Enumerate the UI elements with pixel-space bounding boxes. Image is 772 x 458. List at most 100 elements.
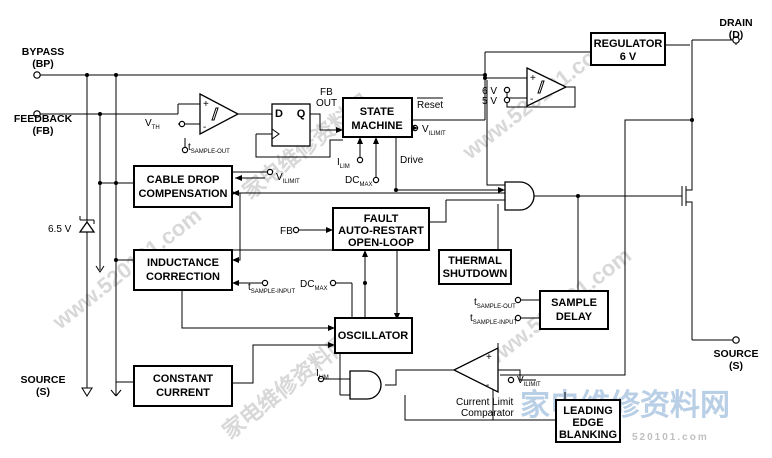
tsi-ic-terminal bbox=[261, 279, 269, 287]
thermal-label-1: THERMAL bbox=[448, 255, 502, 267]
zener-label: 6.5 V bbox=[48, 224, 72, 235]
leading-edge-block: LEADING EDGE BLANKING bbox=[555, 399, 621, 443]
vth-label: VTH bbox=[145, 118, 160, 131]
signal-labels: FB OUT Reset 6 V 5 V 6.5 V Drive FB VTH … bbox=[48, 86, 541, 419]
constant-current-label-1: CONSTANT bbox=[153, 373, 214, 385]
fb-in-terminal bbox=[292, 226, 300, 234]
tsi-sd-terminal bbox=[514, 314, 522, 322]
sample-delay-label-1: SAMPLE bbox=[551, 297, 597, 309]
fault-label-2: AUTO-RESTART bbox=[338, 225, 424, 237]
v6-label: 6 V bbox=[482, 86, 497, 97]
tsi-ic-label: tSAMPLE-INPUT bbox=[248, 282, 295, 295]
tso-sd-terminal bbox=[514, 296, 522, 304]
fb-comparator: + - bbox=[199, 92, 240, 136]
state-machine-label-2: MACHINE bbox=[351, 120, 402, 132]
bypass-comparator: + - bbox=[526, 66, 568, 108]
zener-diode bbox=[78, 216, 122, 397]
pins bbox=[33, 36, 740, 384]
v6-terminal bbox=[503, 86, 511, 94]
watermark-footer-cn: 家电维修资料网 bbox=[520, 389, 730, 422]
reset-label: Reset bbox=[417, 100, 443, 111]
fb-comp-minus: - bbox=[203, 122, 206, 133]
bp-comp-minus: - bbox=[530, 94, 533, 105]
v5-label: 5 V bbox=[482, 96, 497, 107]
fb-in-label: FB bbox=[280, 226, 293, 237]
source-right-pin bbox=[732, 336, 740, 344]
fb-out-label-2: OUT bbox=[316, 98, 337, 109]
sample-delay-block: SAMPLE DELAY bbox=[539, 290, 609, 330]
source-left-abbr: (S) bbox=[36, 386, 50, 398]
tsi-sd-label: tSAMPLE-INPUT bbox=[470, 313, 517, 326]
watermark-footer-url: 520101.com bbox=[632, 432, 709, 443]
cable-drop-label-2: COMPENSATION bbox=[138, 188, 227, 200]
bypass-abbr: (BP) bbox=[32, 58, 54, 70]
ilim-and-terminal bbox=[317, 375, 325, 383]
vilimit-cl-label: VILIMIT bbox=[517, 375, 541, 388]
cl-comp-minus: - bbox=[486, 380, 489, 391]
thermal-label-2: SHUTDOWN bbox=[443, 268, 508, 280]
current-limit-comparator: + - bbox=[452, 346, 499, 394]
tso-ff-terminal bbox=[181, 146, 189, 154]
vilimit-cd-terminal bbox=[266, 168, 274, 176]
vth-terminal bbox=[178, 120, 186, 128]
oscillator-label: OSCILLATOR bbox=[338, 330, 409, 342]
inductance-block: INDUCTANCE CORRECTION bbox=[133, 249, 233, 291]
ff-q-label: Q bbox=[297, 108, 306, 120]
source-right-label: SOURCE bbox=[714, 348, 759, 360]
drive-label: Drive bbox=[400, 155, 424, 166]
vilimit-sm-label: VILIMIT bbox=[422, 124, 446, 137]
sample-delay-label-2: DELAY bbox=[556, 311, 593, 323]
state-machine-label-1: STATE bbox=[360, 106, 394, 118]
ilim-and-label: ILIM bbox=[316, 368, 329, 381]
cl-comp-plus: + bbox=[486, 352, 492, 363]
fb-comp-plus: + bbox=[203, 99, 209, 110]
vilimit-cl-terminal bbox=[507, 376, 515, 384]
vilimit-cd-label: VILIMIT bbox=[276, 172, 300, 185]
current-limit-label-1: Current Limit bbox=[456, 397, 513, 408]
wires bbox=[37, 39, 737, 421]
constant-current-label-2: CURRENT bbox=[156, 387, 210, 399]
regulator-label-1: REGULATOR bbox=[594, 38, 663, 50]
pin-labels: BYPASS (BP) FEEDBACK (FB) SOURCE (S) DRA… bbox=[14, 17, 759, 398]
inductance-label-1: INDUCTANCE bbox=[147, 257, 219, 269]
flip-flop: D Q bbox=[271, 103, 311, 147]
ilim-sm-label: ILIM bbox=[337, 157, 350, 170]
dcmax-osc-label: DCMAX bbox=[300, 279, 327, 292]
ilim-and-gate bbox=[349, 370, 382, 400]
regulator-label-2: 6 V bbox=[620, 51, 637, 63]
state-machine-block: STATE MACHINE bbox=[342, 97, 413, 138]
power-mosfet bbox=[676, 192, 687, 206]
bypass-pin bbox=[33, 71, 41, 79]
ground-icon bbox=[81, 387, 93, 397]
fb-out-label-1: FB bbox=[320, 87, 333, 98]
thermal-block: THERMAL SHUTDOWN bbox=[438, 249, 512, 285]
ilim-sm-terminal bbox=[356, 156, 364, 164]
drain-label: DRAIN bbox=[719, 17, 752, 29]
drain-pin bbox=[732, 36, 740, 44]
feedback-pin bbox=[33, 110, 41, 118]
fault-label-3: OPEN-LOOP bbox=[348, 237, 414, 249]
oscillator-block: OSCILLATOR bbox=[334, 317, 413, 354]
drive-and-gate bbox=[504, 181, 535, 211]
feedback-abbr: (FB) bbox=[33, 125, 54, 137]
fault-label-1: FAULT bbox=[364, 213, 399, 225]
feedback-label: FEEDBACK bbox=[14, 113, 73, 125]
source-left-label: SOURCE bbox=[21, 374, 66, 386]
dcmax-osc-terminal bbox=[329, 279, 337, 287]
watermark-text-4: 家电维修资料网 bbox=[218, 329, 355, 444]
cable-drop-label-1: CABLE DROP bbox=[147, 174, 220, 186]
leb-label-1: LEADING bbox=[563, 405, 613, 417]
current-limit-label-2: Comparator bbox=[461, 408, 514, 419]
leb-label-3: BLANKING bbox=[559, 429, 617, 441]
v5-terminal bbox=[503, 96, 511, 104]
bp-comp-plus: + bbox=[530, 73, 536, 84]
drain-abbr: (D) bbox=[729, 29, 744, 41]
dcmax-sm-label: DCMAX bbox=[345, 175, 372, 188]
source-right-abbr: (S) bbox=[729, 360, 743, 372]
regulator-block: REGULATOR 6 V bbox=[590, 32, 666, 66]
cable-drop-block: CABLE DROP COMPENSATION bbox=[133, 165, 233, 208]
dcmax-sm-terminal bbox=[372, 176, 380, 184]
bypass-label: BYPASS bbox=[22, 46, 64, 58]
fault-block: FAULT AUTO-RESTART OPEN-LOOP bbox=[332, 207, 430, 251]
